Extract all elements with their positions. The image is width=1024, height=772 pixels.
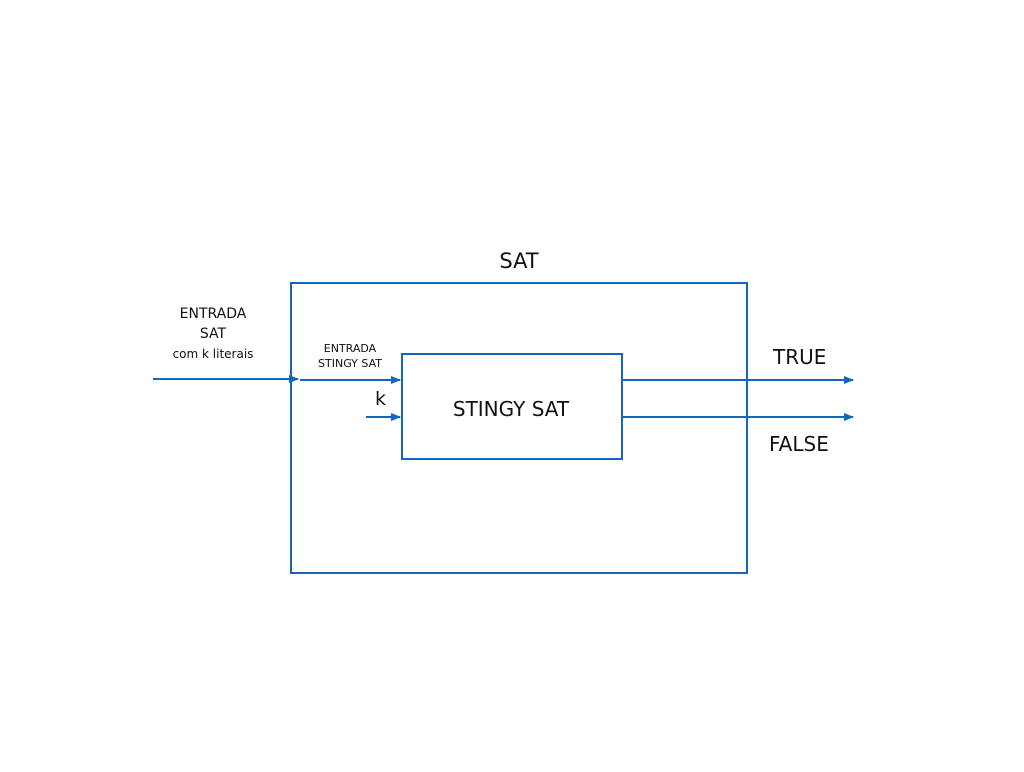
- inner-input-label-line1: ENTRADA: [323, 342, 377, 355]
- stingy-sat-block-title: STINGY SAT: [452, 397, 570, 421]
- stingy-sat-inner-block: [401, 353, 623, 460]
- sat-block-title: SAT: [499, 249, 539, 273]
- input-label-line2: SAT: [199, 326, 227, 342]
- true-output-label: TRUE: [773, 345, 827, 369]
- k-param-label: k: [375, 388, 387, 410]
- false-output-label: FALSE: [769, 432, 829, 456]
- sat-outer-block: [290, 282, 748, 574]
- inner-input-label-line2: STINGY SAT: [318, 357, 382, 370]
- input-label-line1: ENTRADA: [179, 306, 247, 322]
- input-label-line3: com k literais: [172, 347, 254, 361]
